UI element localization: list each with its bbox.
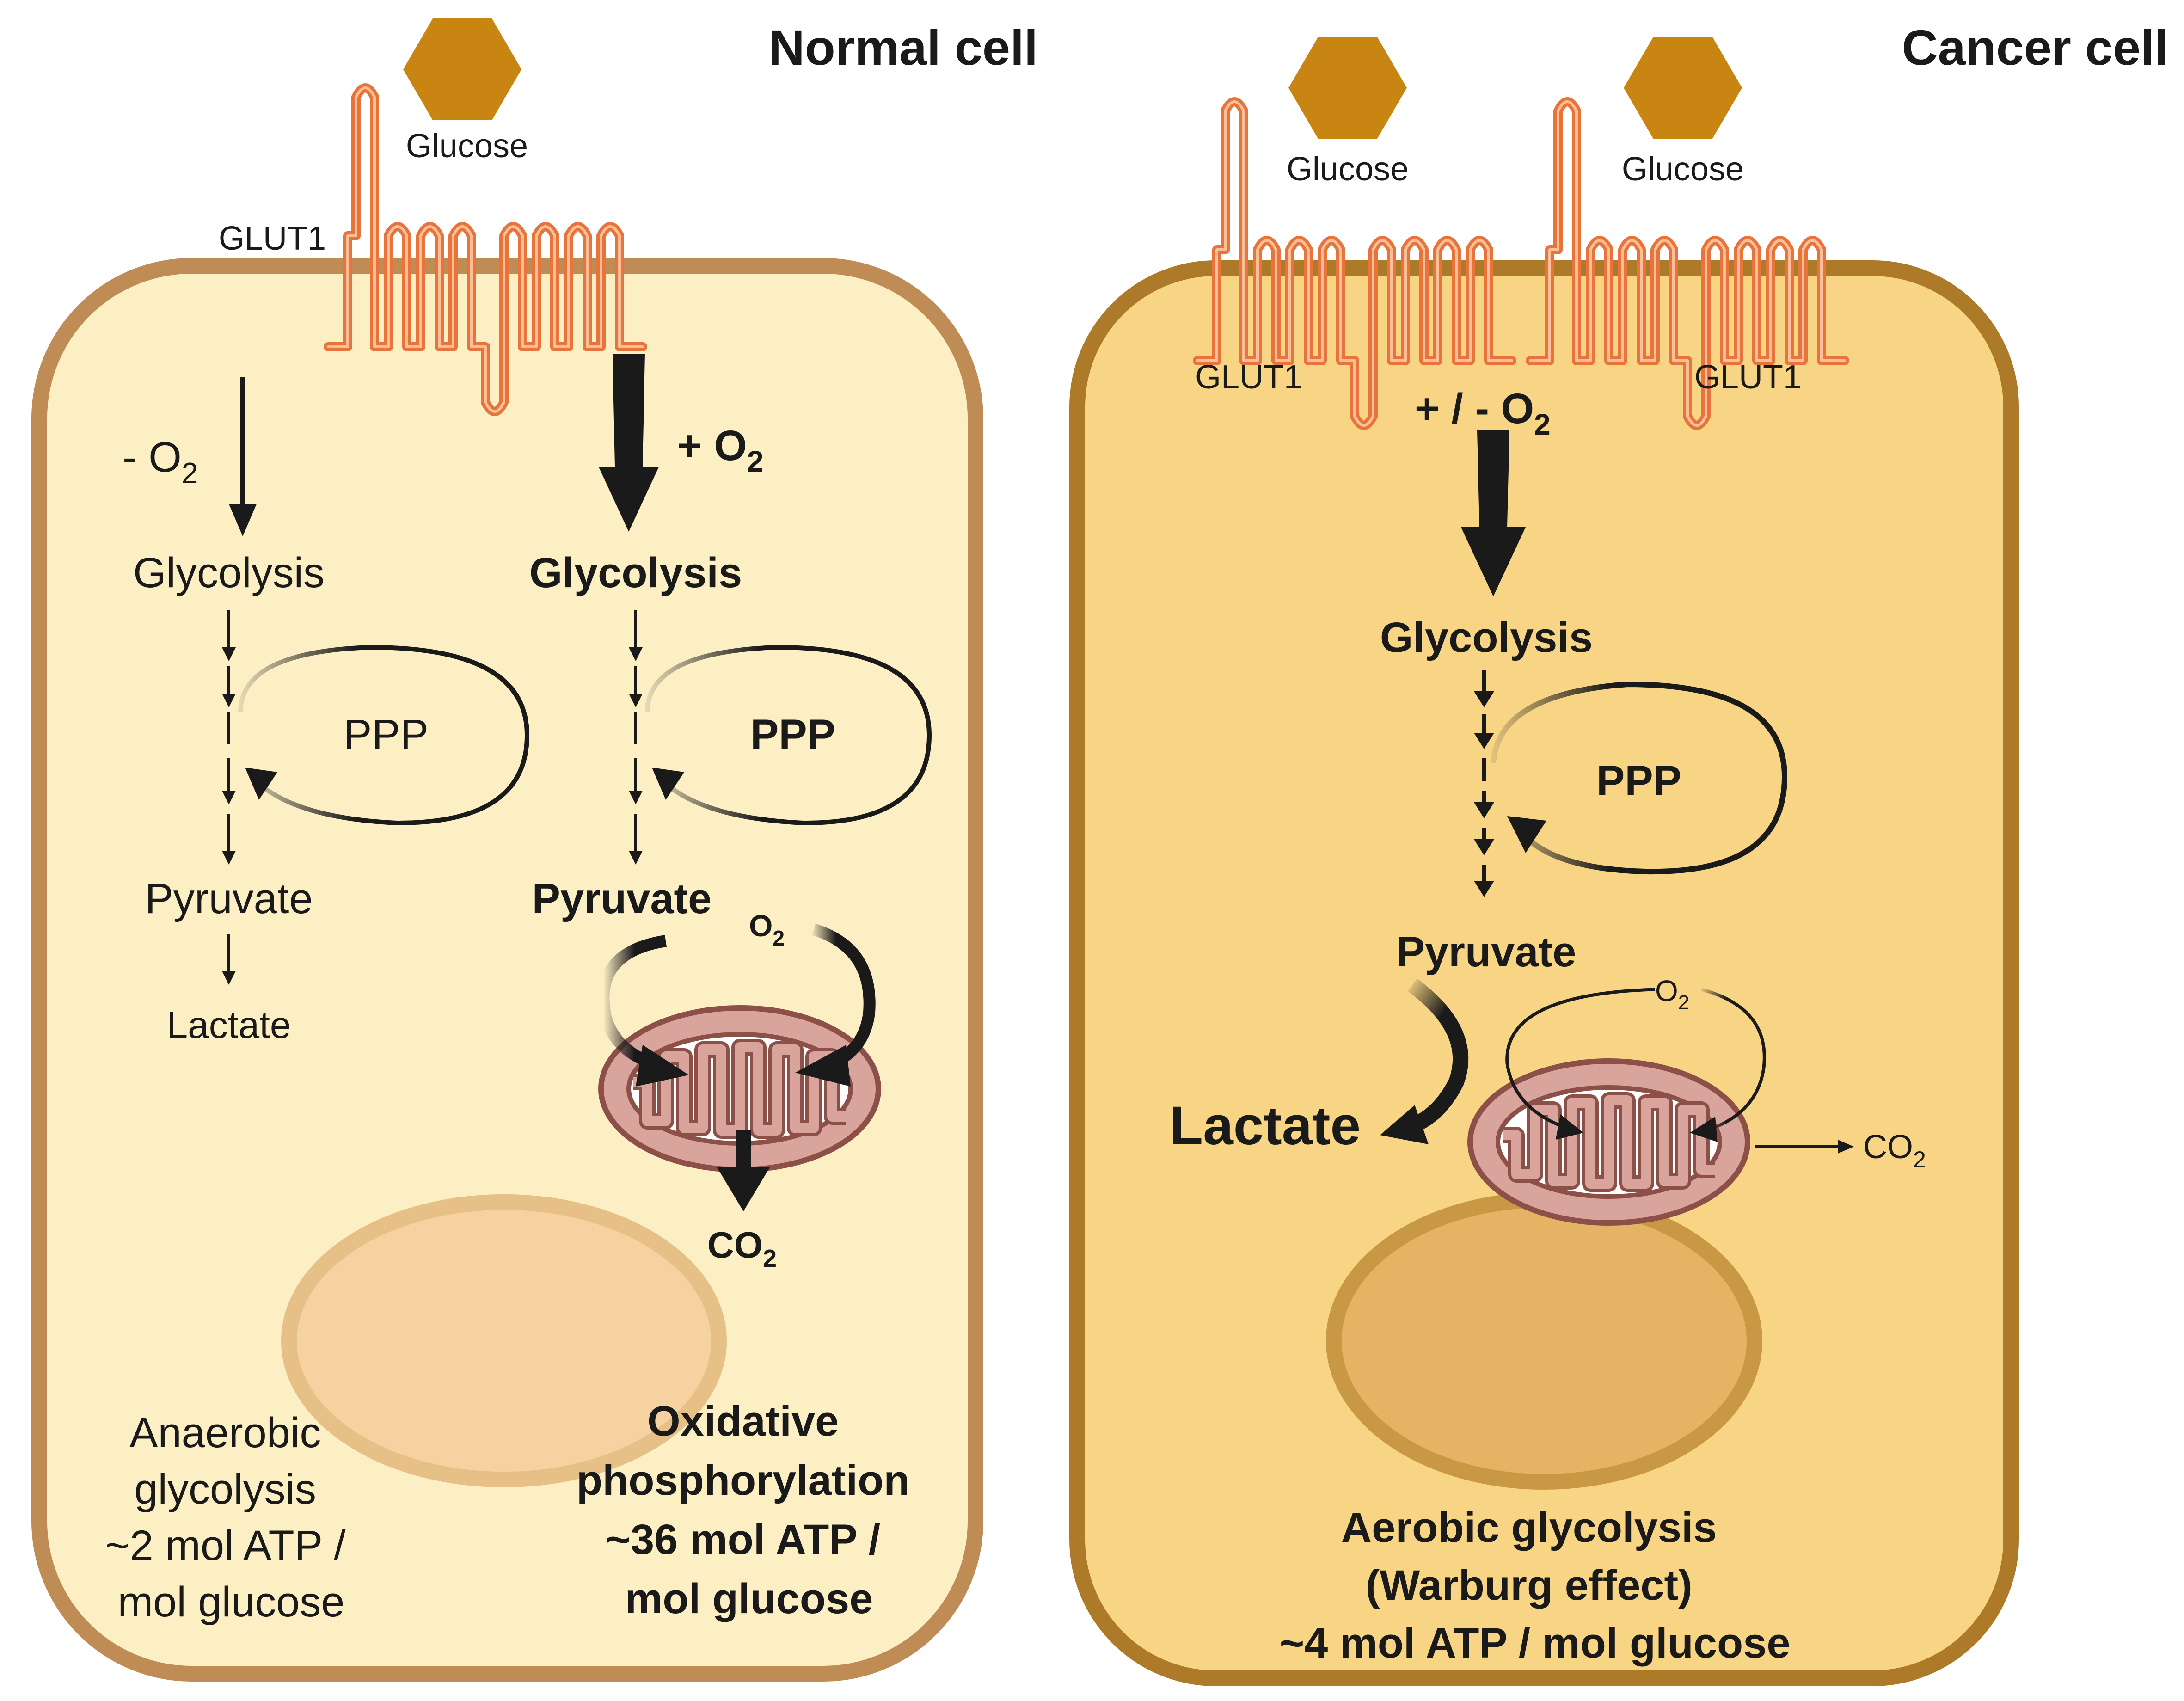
co2-label-normal: CO2	[707, 1224, 777, 1272]
nucleus-icon	[1326, 1192, 1762, 1490]
glut1-label-cancer-right: GLUT1	[1694, 359, 1802, 396]
caption-anaerobic: Anaerobic glycolysis ~2 mol ATP / mol gl…	[105, 1409, 357, 1626]
glucose-hexagon-icon	[1288, 37, 1407, 139]
caption-oxidative: Oxidative phosphorylation ~36 mol ATP / …	[577, 1398, 921, 1622]
glycolysis-steps-oxidative	[629, 610, 643, 865]
pyruvate-label-anaerobic: Pyruvate	[145, 875, 313, 922]
minus-o2-label: - O2	[123, 434, 198, 490]
glycolysis-steps-anaerobic	[222, 610, 236, 865]
o2-into-mito-arrow-left	[597, 935, 667, 1069]
oxygen-entry-arrow	[599, 354, 659, 532]
glucose-hexagon-icon	[403, 18, 521, 120]
lactate-label-normal: Lactate	[167, 1004, 291, 1046]
pyruvate-label-oxidative: Pyruvate	[532, 875, 712, 922]
normal-cell: Glucose GLUT1 - O2 Glycolysis PPP Pyruva…	[31, 18, 983, 1682]
o2-into-mito-arrow-right	[812, 923, 876, 1069]
o2-into-mito-arrow-left-cancer	[1505, 988, 1656, 1130]
glucose-hexagon-icon	[1624, 37, 1742, 139]
glucose-label-cancer-right: Glucose	[1622, 151, 1744, 188]
caption-warburg: Aerobic glycolysis (Warburg effect) ~4 m…	[1279, 1504, 1790, 1667]
mitochondrion-icon	[1470, 1061, 1748, 1223]
plus-minus-o2-label: + / - O2	[1415, 385, 1551, 441]
glycolysis-label-normal-anaerobic: Glycolysis	[133, 549, 325, 596]
ppp-loop-arrow-icon	[1491, 681, 1788, 875]
o2-label-oxidative: O2	[749, 909, 785, 950]
pyruvate-to-lactate-arrow-cancer	[1403, 978, 1469, 1136]
glycolysis-steps-cancer	[1474, 670, 1494, 897]
o2-label-cancer: O2	[1655, 974, 1689, 1014]
pyruvate-to-lactate-arrow	[222, 971, 236, 985]
normal-cell-title: Normal cell	[769, 19, 1038, 75]
cancer-cell: Glucose Glucose GLUT1 GLUT1 + / - O2 Gly…	[1069, 37, 2019, 1686]
o2-into-mito-arrow-right-cancer	[1701, 988, 1766, 1132]
glut1-label-cancer-left: GLUT1	[1195, 359, 1302, 396]
ppp-loop-arrow-icon	[238, 645, 530, 826]
glucose-label: Glucose	[406, 128, 528, 165]
lactate-label-cancer: Lactate	[1170, 1095, 1361, 1156]
cancer-cell-membrane	[1069, 260, 2019, 1686]
glucose-label-cancer-left: Glucose	[1287, 151, 1409, 188]
nucleus-icon	[281, 1194, 727, 1487]
glut1-label: GLUT1	[219, 220, 326, 257]
glycolysis-label-cancer: Glycolysis	[1380, 614, 1593, 661]
ppp-label-cancer: PPP	[1596, 757, 1681, 804]
cancer-cell-title: Cancer cell	[1902, 19, 2168, 75]
pyruvate-label-cancer: Pyruvate	[1397, 928, 1577, 976]
ppp-loop-arrow-icon	[645, 645, 932, 826]
ppp-label-oxidative: PPP	[750, 711, 835, 758]
glucose-entry-arrow-cancer	[1461, 430, 1526, 596]
co2-out-arrow-normal	[717, 1130, 770, 1211]
co2-label-cancer: CO2	[1863, 1129, 1926, 1173]
glycolysis-label-normal-oxidative: Glycolysis	[529, 549, 742, 596]
plus-o2-label: + O2	[677, 422, 763, 478]
ppp-label-anaerobic: PPP	[344, 711, 429, 758]
